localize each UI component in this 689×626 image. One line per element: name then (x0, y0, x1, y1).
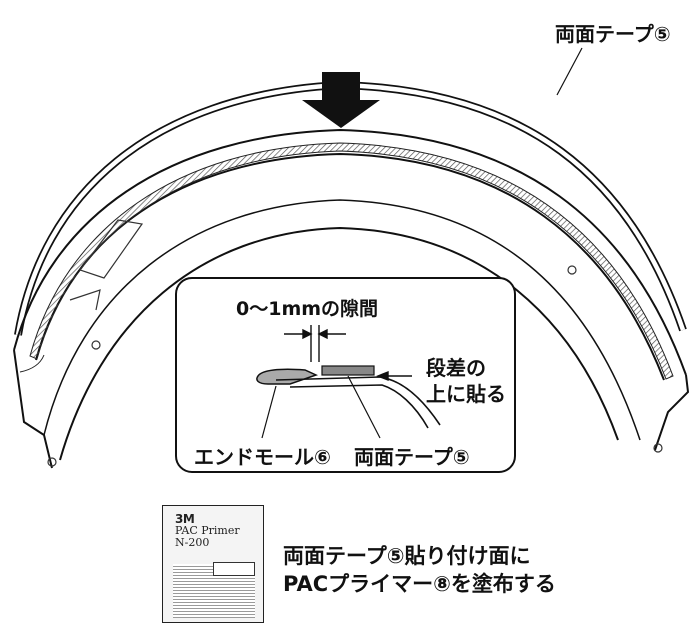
step-label-line2: 上に貼る (426, 382, 506, 406)
gap-label: 0〜1mmの隙間 (236, 298, 379, 320)
instruction-line2: PACプライマー⑧を塗布する (283, 572, 556, 596)
end-mold-leader (261, 385, 277, 439)
primer-brand: 3M (175, 512, 195, 526)
step-label-line1: 段差の (426, 356, 486, 380)
molding-tab-details (47, 219, 663, 467)
primer-warning-box (213, 562, 255, 576)
tape-label-leader (556, 47, 583, 96)
instruction-line1: 両面テープ⑤貼り付け面に (283, 544, 531, 568)
end-mold-label: エンドモール⑥ (194, 445, 331, 469)
press-down-arrow (302, 72, 380, 128)
gap-dimension (284, 325, 346, 362)
tape-inset-label: 両面テープ⑤ (354, 445, 470, 469)
primer-product-line1: PAC Primer (175, 524, 240, 537)
tape-inset-leader (347, 375, 381, 439)
tape-top-label: 両面テープ⑤ (555, 22, 671, 46)
tape-band (29, 142, 674, 380)
primer-can-image: 3M PAC Primer N-200 (162, 505, 264, 623)
primer-product-line2: N-200 (175, 536, 210, 549)
tape-band-inner (19, 354, 45, 373)
step-arrow (376, 370, 412, 382)
